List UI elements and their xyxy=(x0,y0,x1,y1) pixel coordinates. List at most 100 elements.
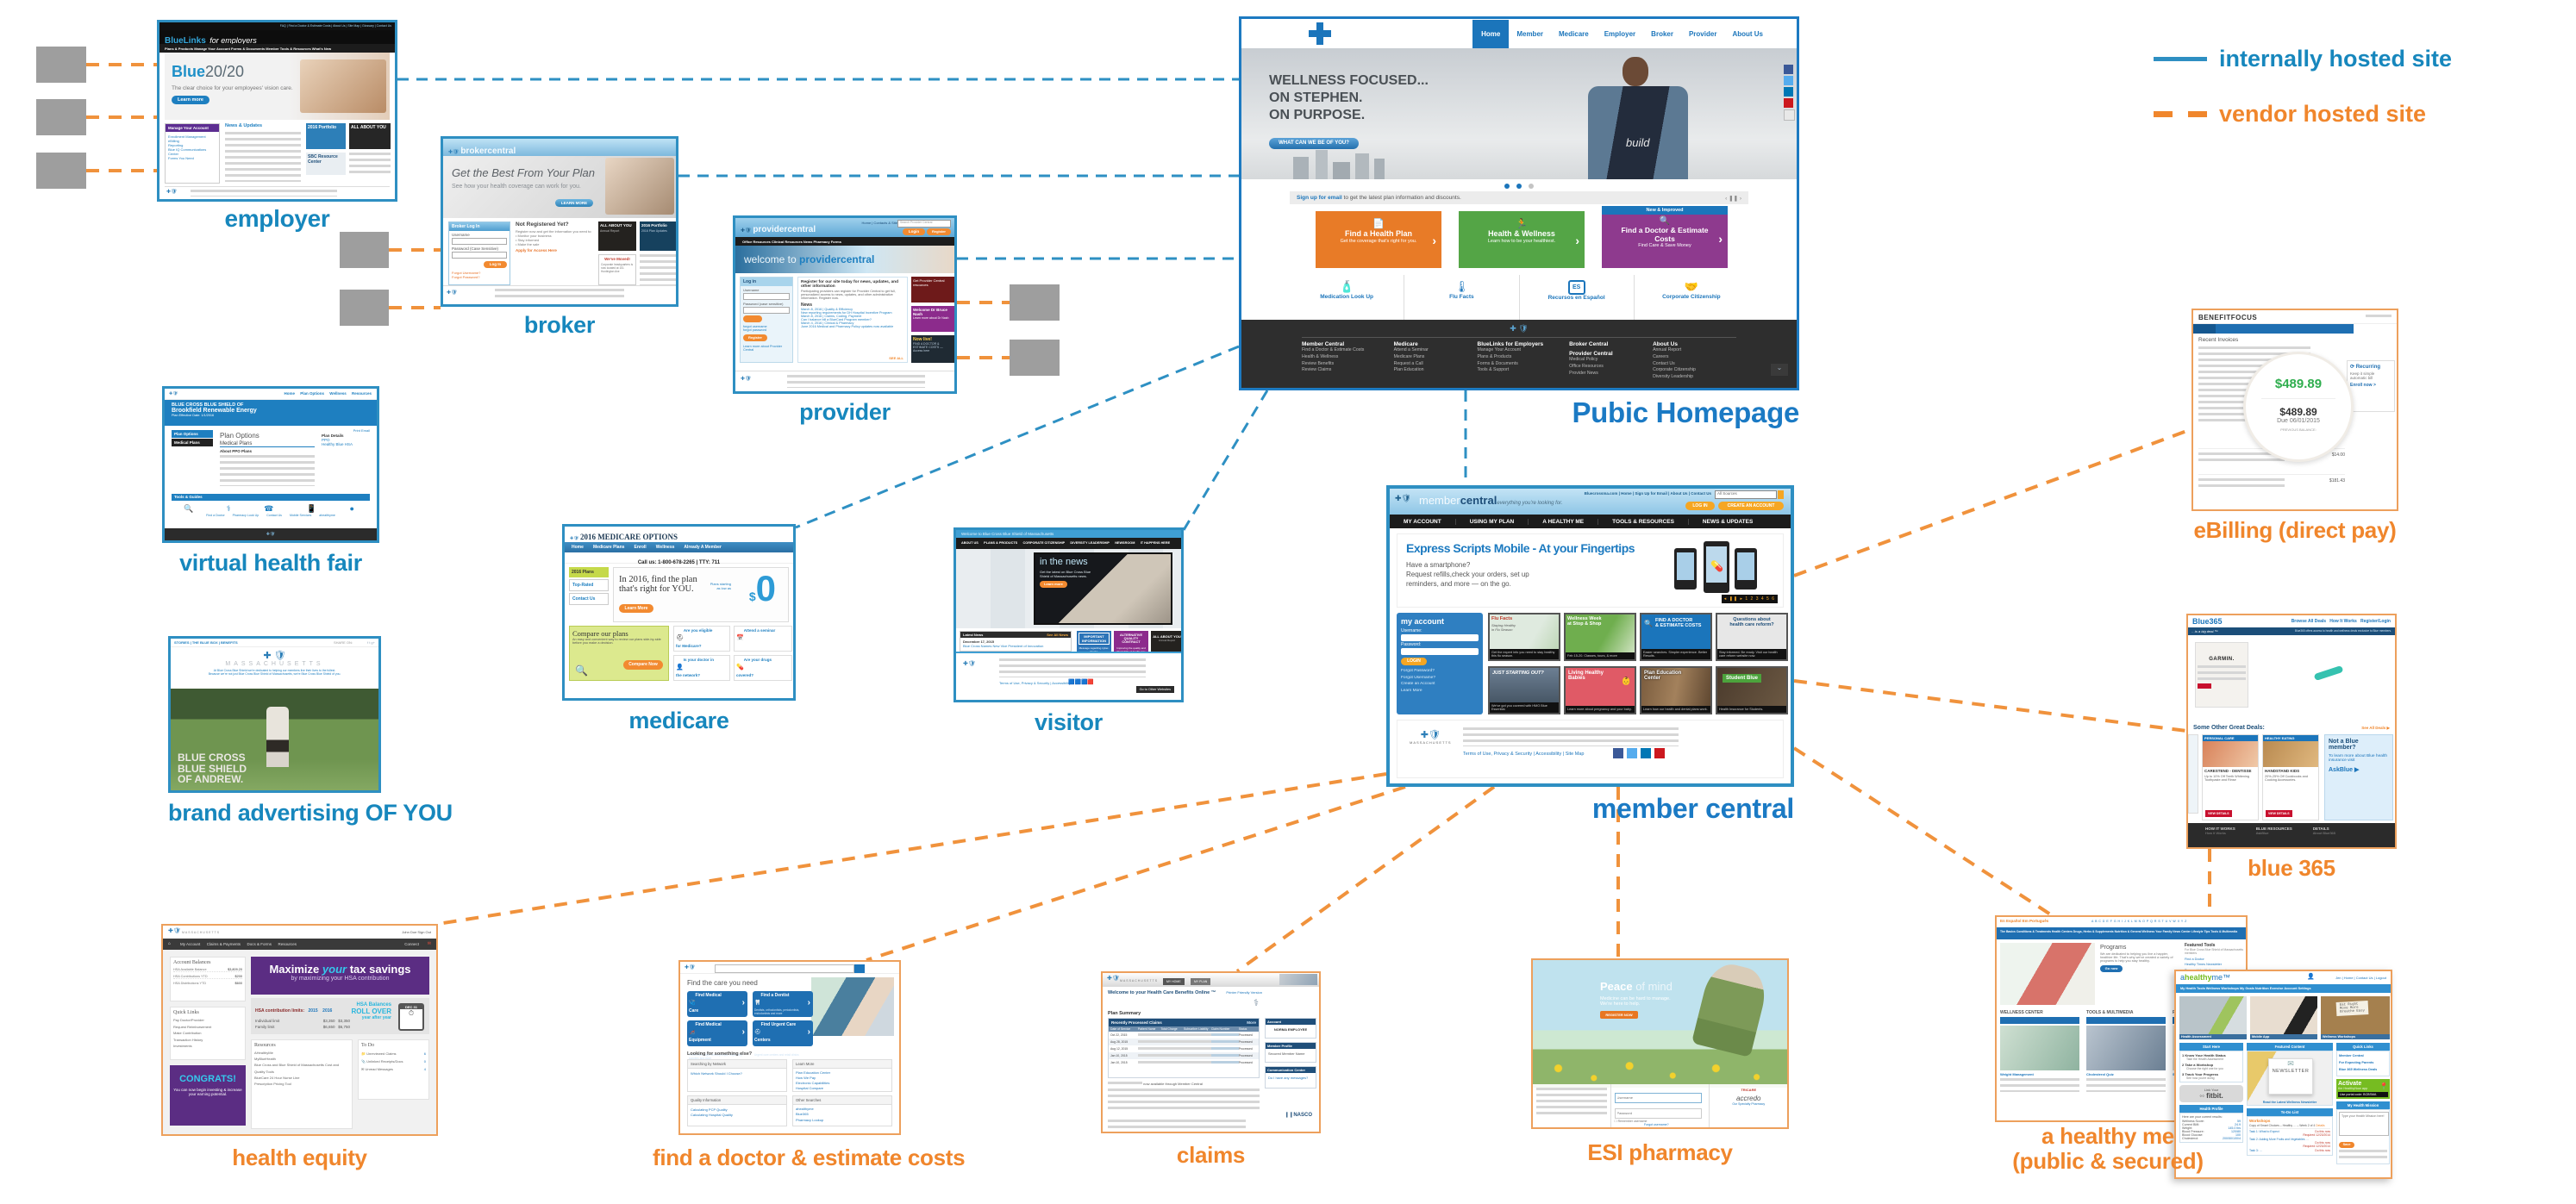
visitor-nav[interactable]: ABOUT US PLANS & PRODUCTS CORPORATE CITI… xyxy=(956,538,1181,549)
provider-see-all-link[interactable]: SEE ALL xyxy=(889,356,903,360)
homepage-hero-button[interactable]: WHAT CAN WE BE OF YOU? xyxy=(1269,138,1359,149)
thumbnail-medicare[interactable]: ✚🛡 2016 MEDICARE OPTIONS from Blue Cross… xyxy=(562,524,796,701)
broker-promo2[interactable]: We've Moved! xyxy=(604,257,630,261)
mc-account-links[interactable]: Forgot Password? Forgot Username? Create… xyxy=(1401,669,1435,694)
he-quicklinks[interactable]: Pay Doctor/Provider Request Reimbursemen… xyxy=(173,1018,212,1049)
provider-card-nash[interactable]: Welcome Dr Bruce Nash xyxy=(913,308,947,316)
visitor-other-sites-dropdown[interactable]: Go to Other Websites xyxy=(1135,686,1174,693)
visitor-card3[interactable]: ALL ABOUT YOU xyxy=(1153,634,1181,639)
vhf-tool-labels[interactable]: Find a Doctor Pharmacy Look Up Contact U… xyxy=(206,514,335,517)
fad-card-medical-care[interactable]: Find Medical Care xyxy=(689,993,722,1014)
he-resources[interactable]: AHealthyMe MyBlueHealth Blue Cross and B… xyxy=(254,1051,340,1086)
medicare-learn-more-button[interactable]: Learn More xyxy=(619,604,653,613)
vhf-sidebar-medical-plans[interactable]: Medical Plans xyxy=(172,439,213,446)
homepage-nav-about[interactable]: About Us xyxy=(1732,29,1763,38)
esi-remember-label[interactable]: Remember username xyxy=(1617,1120,1648,1123)
visitor-see-all[interactable]: See All News xyxy=(1047,633,1068,637)
thumbnail-provider[interactable]: ✚🛡 providercentral Home | Contacts & Sit… xyxy=(733,215,957,394)
provider-card-resources[interactable]: Get Provider Central resources xyxy=(911,277,954,303)
mc-card-babies[interactable]: Living Healthy Babies xyxy=(1568,671,1604,681)
mc-search-input[interactable]: All Sources xyxy=(1715,490,1777,499)
mc-nav-tools[interactable]: TOOLS & RESOURCES xyxy=(1597,518,1688,525)
carousel-dots[interactable] xyxy=(1241,179,1797,190)
fad-search-input[interactable] xyxy=(715,964,854,973)
medicare-card-drugs[interactable]: Are your drugs covered? xyxy=(736,658,772,677)
homepage-nav-employer[interactable]: Employer xyxy=(1604,29,1636,38)
vhf-details[interactable]: PPO Healthy Blue HSA xyxy=(322,438,353,446)
medicare-compare-button[interactable]: Compare Now xyxy=(623,660,663,670)
medicare-side-contact[interactable]: Contact Us xyxy=(569,593,609,605)
ahm-sec-save-button[interactable]: Save xyxy=(2339,1141,2354,1148)
ahm-sec-mission-input[interactable] xyxy=(2339,1111,2389,1136)
esi-username-input[interactable] xyxy=(1614,1092,1702,1103)
twitter-icon[interactable] xyxy=(1784,76,1793,85)
mail-icon[interactable]: ✉ xyxy=(427,941,431,946)
fad-search-button[interactable] xyxy=(854,964,865,973)
social-icons[interactable]: 🟦🟦🟦🟥 xyxy=(1068,680,1094,685)
mc-card-flu-facts[interactable]: Flu Facts xyxy=(1491,616,1513,621)
ahm-pub-az-index[interactable]: A B C D E F G H I J K L M N O P Q R S T … xyxy=(2091,920,2187,923)
provider-password-input[interactable] xyxy=(743,307,790,314)
mc-login-button[interactable]: LOG IN xyxy=(1685,502,1715,510)
provider-nav[interactable]: Office Resources Clinical Resources News… xyxy=(735,237,954,246)
ahm-pub-card2[interactable]: Cholesterol Quiz xyxy=(2086,1072,2114,1076)
provider-news-items[interactable]: March 8, 2016 | Quality & Efficiency New… xyxy=(801,308,894,328)
carousel-dots[interactable]: ● ○ ● ● ● ● xyxy=(2268,714,2315,719)
homepage-card-health-wellness[interactable]: 🏃 Health & Wellness Learn how to be your… xyxy=(1459,211,1585,268)
esi-password-input[interactable] xyxy=(1614,1107,1702,1119)
mc-create-account-button[interactable]: CREATE AN ACCOUNT xyxy=(1718,502,1784,510)
mc-search-button[interactable] xyxy=(1778,490,1784,499)
homepage-nav-home[interactable]: Home xyxy=(1472,19,1510,48)
he-user[interactable]: John Doe Sign Out xyxy=(402,930,431,934)
esi-forgot-links[interactable]: Forgot username? Forgot password? xyxy=(1643,1123,1669,1126)
employer-promo-sbc[interactable]: SBC Resource Center xyxy=(306,153,346,175)
medicare-card-doctor[interactable]: Is your doctor in the network? xyxy=(676,658,714,677)
thumbnail-member-central[interactable]: ✚🛡 membercentraleverything you're lookin… xyxy=(1386,485,1794,787)
vhf-sidebar-plan-options[interactable]: Plan Options xyxy=(172,430,213,438)
linkedin-icon[interactable] xyxy=(1641,748,1651,758)
blue365-nav[interactable]: Browse All Deals How It Works Register/L… xyxy=(2291,619,2391,624)
ahm-pub-lang-links[interactable]: En Español Em Português xyxy=(2000,919,2049,923)
provider-register-link[interactable]: Register xyxy=(743,334,767,341)
mc-card-find-doctor[interactable]: FIND A DOCTOR & ESTIMATE COSTS xyxy=(1655,618,1702,628)
mc-card-starting-out[interactable]: JUST STARTING OUT? xyxy=(1492,671,1544,676)
he-nav[interactable]: My Account Claims & Payments Docs & Form… xyxy=(180,942,297,946)
claims-print-link[interactable]: Printer Friendly Version xyxy=(1226,990,1262,995)
claims-comm-text[interactable]: Do I have any messages? xyxy=(1268,1076,1309,1080)
homepage-quicklink-medication[interactable]: 🧴 Medication Look Up xyxy=(1290,275,1405,320)
youtube-icon[interactable] xyxy=(1784,98,1793,108)
homepage-card-find-plan[interactable]: 📄 Find a Health Plan Get the coverage th… xyxy=(1316,211,1441,268)
thumbnail-virtual-health-fair[interactable]: ✚🛡 Home Plan Options Wellness Resources … xyxy=(162,386,379,543)
thumbnail-blue365[interactable]: Blue365 Browse All Deals How It Works Re… xyxy=(2186,614,2397,849)
mc-footer-links[interactable]: Terms of Use, Privacy & Security | Acces… xyxy=(1463,752,1585,757)
he-connect[interactable]: Connect xyxy=(404,942,419,946)
claims-more-link[interactable]: More xyxy=(1247,1020,1256,1025)
provider-login-submit[interactable] xyxy=(743,315,762,322)
blue365-card1-view-button[interactable]: VIEW DETAILS xyxy=(2205,810,2232,817)
ahm-sec-activate-banner[interactable]: Activate the HealthyNow app Use portal c… xyxy=(2336,1078,2390,1099)
mc-nav-my-account[interactable]: MY ACCOUNT xyxy=(1404,518,1441,525)
ahm-sec-user-links[interactable]: Jen | Home | Contact Us | Logout xyxy=(2335,976,2386,980)
claims-tab-plan[interactable]: MY PLAN xyxy=(1191,978,1211,985)
mc-carousel-controls[interactable]: ◂ ❚❚ ▸ 1 2 3 4 5 6 xyxy=(1721,595,1778,603)
thumbnail-health-equity[interactable]: ✚🛡 MASSACHUSETTS John Doe Sign Out ⌂ My … xyxy=(161,924,438,1136)
youtube-icon[interactable] xyxy=(1654,748,1665,758)
blue365-card2-view-button[interactable]: VIEW DETAILS xyxy=(2266,810,2292,817)
blue365-see-all[interactable]: See All Deals ▶ xyxy=(2361,726,2390,730)
visitor-footer-links[interactable]: Terms of Use, Privacy & Security | Acces… xyxy=(999,681,1072,685)
homepage-nav-provider[interactable]: Provider xyxy=(1688,29,1717,38)
esi-register-button[interactable]: REGISTER NOW xyxy=(1600,1011,1638,1019)
broker-login-button[interactable]: Log In xyxy=(484,261,507,268)
broker-promo1[interactable]: ALL ABOUT YOU xyxy=(600,223,632,228)
ahm-sec-fitbit-link[interactable]: Link Your ◦◦ fitbit. xyxy=(2179,1085,2243,1102)
employer-account-links[interactable]: Enrollment Management eBilling Reporting… xyxy=(168,134,207,160)
employer-promo-2016-portfolio[interactable]: 2016 Portfolio xyxy=(306,123,346,149)
provider-learn-link[interactable]: Learn more about Provider Central xyxy=(743,345,783,352)
ebilling-nav-tab[interactable] xyxy=(2193,324,2216,334)
vhf-nav[interactable]: Home Plan Options Wellness Resources xyxy=(284,391,372,396)
thumbnail-ahealthyme-secured[interactable]: ahealthyme™ Jen | Home | Contact Us | Lo… xyxy=(2174,970,2392,1179)
fad-card-urgent-care[interactable]: Find Urgent Care Centers xyxy=(754,1022,797,1043)
